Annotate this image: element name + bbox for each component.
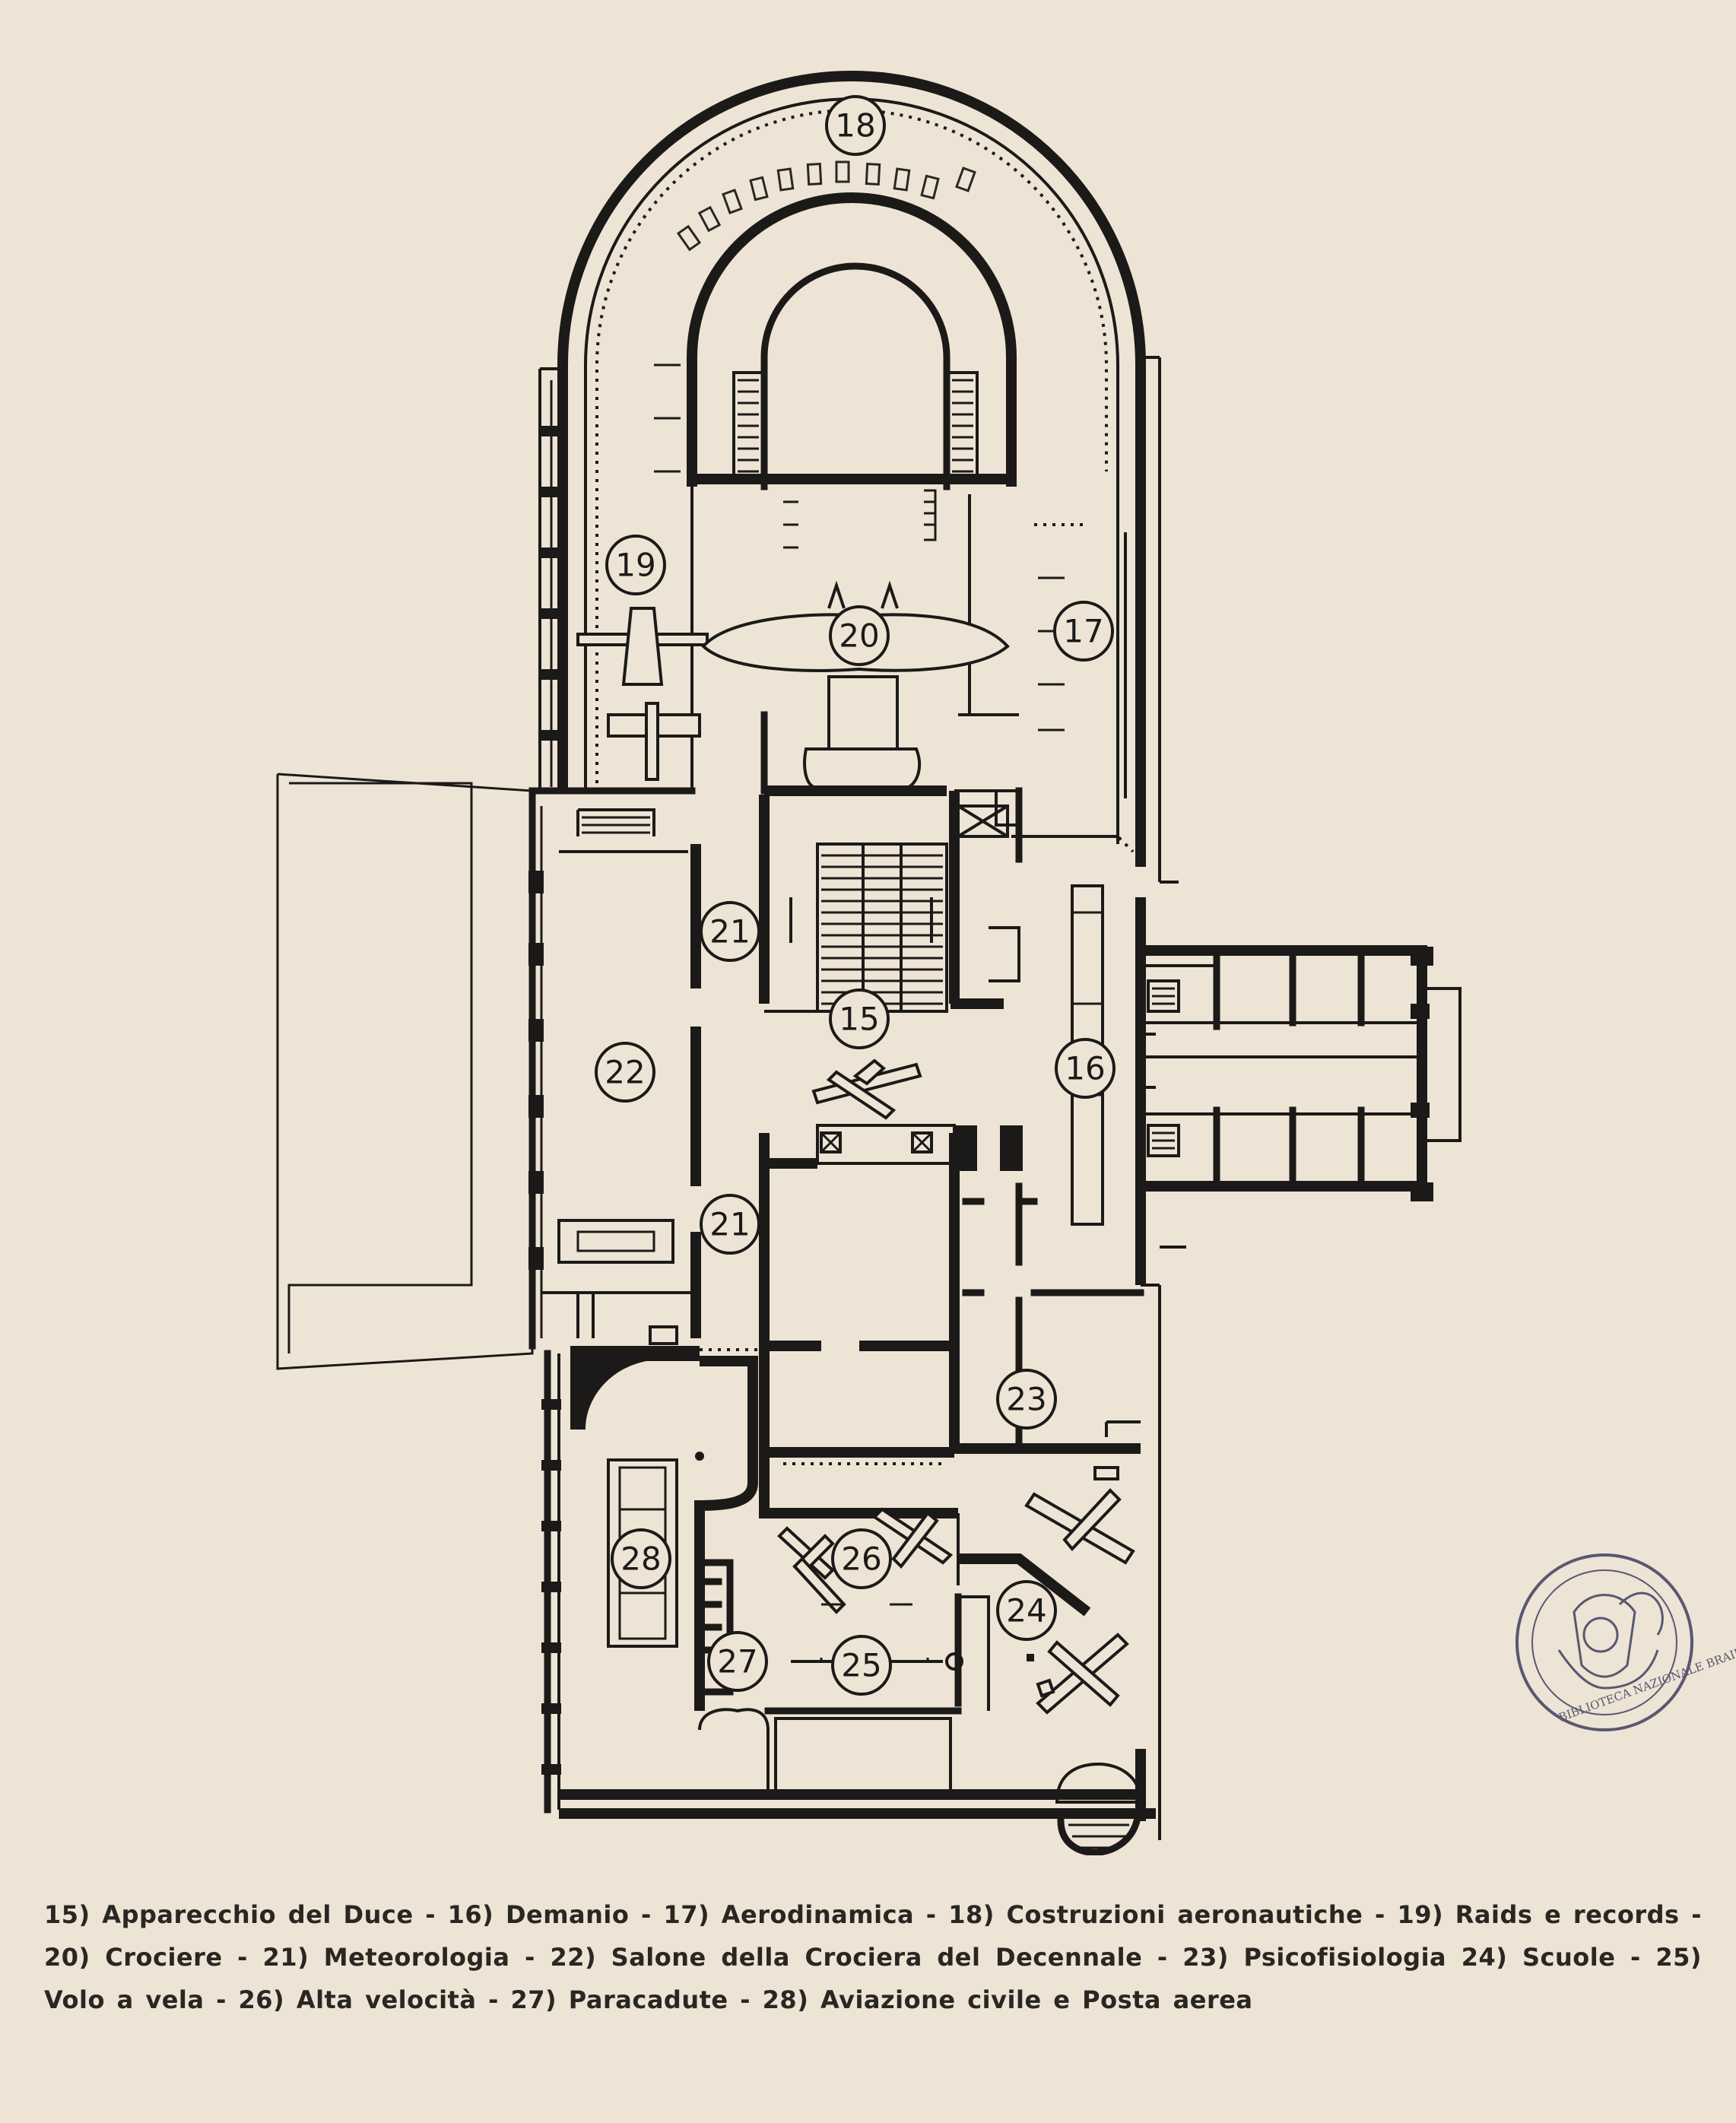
svg-text:19: 19: [615, 547, 655, 584]
room-label-17: 17: [1053, 601, 1114, 662]
legend-item-20: 20) Crociere: [44, 1943, 223, 1972]
legend-item-18: 18) Costruzioni aeronautiche: [948, 1900, 1363, 1929]
svg-text:26: 26: [841, 1541, 881, 1578]
rooms-25-26: [759, 1452, 963, 1796]
room-label-15: 15: [829, 989, 890, 1049]
room-label-23: 23: [996, 1369, 1057, 1430]
room-labels: 18 19 20 17 21 15 22 16: [595, 95, 1116, 1696]
legend-item-17: 17) Aerodinamica: [663, 1900, 915, 1929]
legend-item-27: 27) Paracadute: [510, 1985, 728, 2014]
svg-text:20: 20: [839, 617, 879, 655]
room-label-18: 18: [825, 95, 886, 156]
room-label-22: 22: [595, 1042, 655, 1103]
room-label-19: 19: [605, 535, 666, 595]
plane-20-icon: [701, 580, 1010, 789]
legend-separator: -: [476, 1985, 511, 2014]
central-block: [759, 1124, 1038, 1458]
legend-separator: -: [509, 1943, 551, 1972]
legend-separator: -: [413, 1900, 448, 1929]
apse-niches: [676, 160, 976, 252]
legend-item-19: 19) Raids e records: [1397, 1900, 1680, 1929]
legend-separator: -: [728, 1985, 763, 2014]
svg-text:27: 27: [717, 1643, 757, 1680]
entrance-rotunda: [1055, 1749, 1146, 1855]
svg-text:28: 28: [620, 1541, 661, 1578]
legend-item-16: 16) Demanio: [447, 1900, 630, 1929]
central-stairs: [759, 789, 1020, 1013]
legend-separator: -: [1363, 1900, 1398, 1929]
apse-stairs: [692, 371, 1011, 484]
room-label-25: 25: [831, 1635, 892, 1696]
legend-separator: -: [1615, 1943, 1656, 1972]
room-label-28: 28: [611, 1528, 671, 1589]
legend-separator: -: [629, 1900, 664, 1929]
legend-item-23: 23) Psicofisiologia: [1182, 1943, 1447, 1972]
legend-item-22: 22) Salone della Crociera del Decennale: [550, 1943, 1143, 1972]
west-wall-upper: [538, 367, 563, 791]
svg-text:23: 23: [1006, 1381, 1046, 1418]
legend-separator: -: [914, 1900, 949, 1929]
rooms-23-24: [954, 1420, 1141, 1715]
svg-text:17: 17: [1063, 613, 1103, 650]
room-label-24: 24: [996, 1580, 1057, 1641]
west-wing: [276, 773, 764, 1370]
room-label-27: 27: [707, 1631, 768, 1692]
east-annex: [1141, 945, 1461, 1201]
svg-text:18: 18: [835, 107, 875, 144]
legend-separator: -: [1679, 1900, 1703, 1929]
svg-text:22: 22: [605, 1054, 645, 1091]
library-stamp: BIBLIOTECA NAZIONALE BRAIDENSE: [1515, 1553, 1736, 1731]
legend-item-26: 26) Alta velocità: [238, 1985, 477, 2014]
apse-walls: [557, 71, 1161, 882]
room-label-20: 20: [829, 605, 890, 666]
legend-separator: -: [222, 1943, 263, 1972]
room-label-21-upper: 21: [700, 901, 760, 962]
svg-text:25: 25: [841, 1647, 881, 1684]
room-label-26: 26: [831, 1528, 892, 1589]
svg-text:15: 15: [839, 1001, 879, 1038]
room-label-21-lower: 21: [700, 1194, 760, 1255]
legend-item-21: 21) Meteorologia: [262, 1943, 510, 1972]
legend-separator: -: [1142, 1943, 1183, 1972]
plane-19-icon: [576, 607, 709, 781]
svg-text:16: 16: [1065, 1050, 1105, 1087]
legend: 15) Apparecchio del Duce - 16) Demanio -…: [44, 1893, 1702, 2021]
svg-text:21: 21: [709, 1206, 750, 1243]
floor-plan: 18 19 20 17 21 15 22 16: [276, 71, 1736, 1855]
room-label-16: 16: [1055, 1038, 1116, 1099]
svg-text:24: 24: [1006, 1592, 1046, 1630]
plane-15-icon: [811, 1058, 922, 1120]
legend-item-25: 25) Volo a vela: [44, 1943, 1703, 2014]
legend-item-28: 28) Aviazione civile e Posta aerea: [762, 1985, 1253, 2014]
svg-text:21: 21: [709, 913, 750, 950]
legend-item-15: 15) Apparecchio del Duce: [44, 1900, 414, 1929]
legend-item-24: 24) Scuole: [1461, 1943, 1616, 1972]
legend-separator: -: [204, 1985, 239, 2014]
